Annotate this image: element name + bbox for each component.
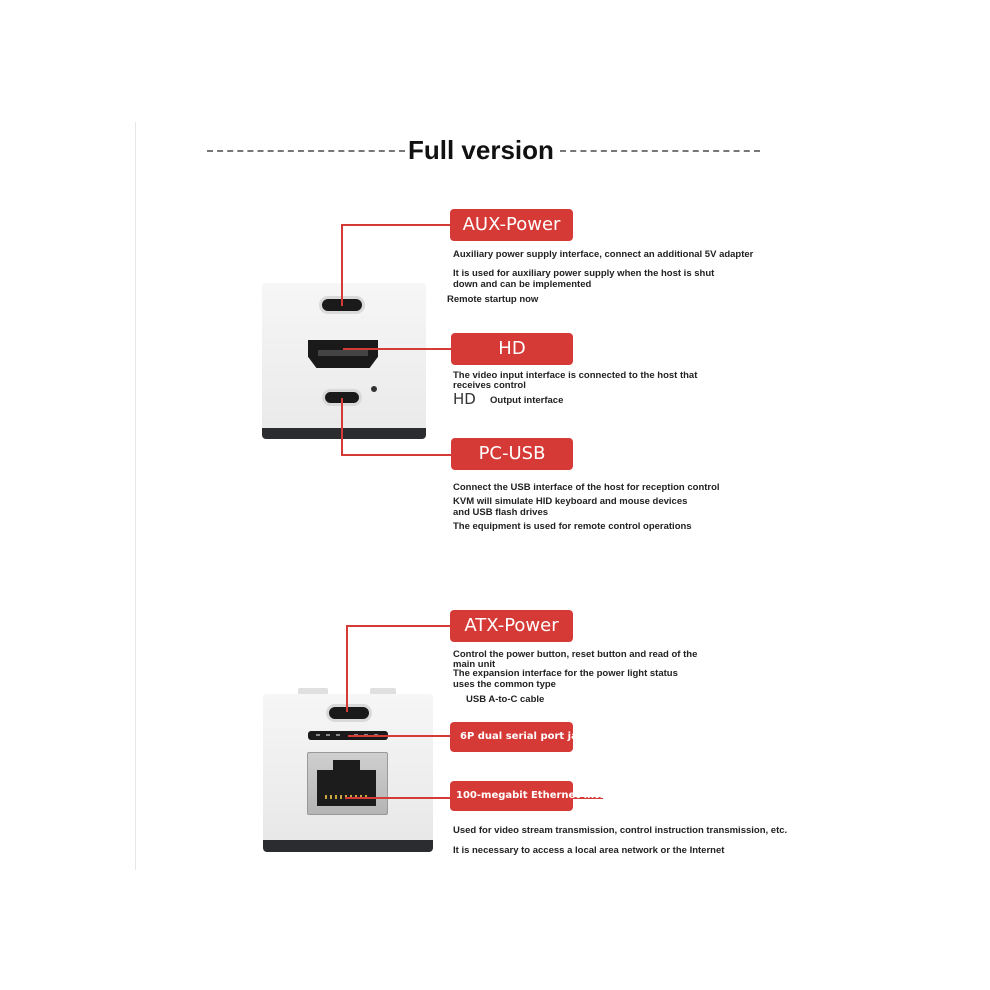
atx-desc-line: The expansion interface for the power li…: [453, 668, 678, 679]
ethernet-label: 100-megabit Ethernet interface: [450, 781, 634, 811]
title-dash-right: [560, 150, 760, 152]
serial-callout-line: [348, 735, 452, 737]
pcusb-desc-line: and USB flash drives: [453, 507, 549, 518]
hd-callout-line: [343, 348, 453, 350]
aux-power-label: AUX-Power: [450, 209, 573, 241]
status-led: [371, 386, 377, 392]
aux-callout-horizontal: [341, 224, 452, 226]
aux-desc-line: Auxiliary power supply interface, connec…: [453, 249, 754, 260]
hd-tag: HD: [453, 390, 476, 408]
hdmi-port-contacts: [318, 350, 368, 356]
kvm-device-rear-base: [263, 840, 433, 852]
serial-port-label: 6P dual serial port jack: [450, 722, 590, 752]
pcusb-desc-line: KVM will simulate HID keyboard and mouse…: [453, 496, 688, 507]
atx-callout-horizontal: [346, 625, 452, 627]
hd-label: HD: [451, 333, 573, 365]
hd-desc-line: The video input interface is connected t…: [453, 370, 698, 381]
aux-desc-line: Remote startup now: [447, 294, 539, 305]
pcusb-desc-line: The equipment is used for remote control…: [453, 521, 692, 532]
pcusb-callout-horizontal: [341, 454, 453, 456]
ethernet-desc-line: Used for video stream transmission, cont…: [453, 825, 788, 836]
aux-desc-line: down and can be implemented: [453, 279, 592, 290]
ethernet-desc-line: It is necessary to access a local area n…: [453, 845, 725, 856]
ethernet-jack-latch: [333, 760, 360, 772]
ethernet-jack-opening: [317, 770, 376, 806]
aux-desc-line: It is used for auxiliary power supply wh…: [453, 268, 715, 279]
atx-desc-line: USB A-to-C cable: [466, 694, 545, 705]
hd-desc-line: receives control: [453, 380, 526, 391]
kvm-device-top-tab: [298, 688, 328, 696]
page-title: Full version: [408, 135, 554, 165]
atx-desc-line: uses the common type: [453, 679, 556, 690]
atx-power-label: ATX-Power: [450, 610, 573, 642]
title-dash-left: [207, 150, 405, 152]
kvm-device-base: [262, 428, 426, 439]
pcusb-callout-vertical: [341, 398, 343, 455]
pcusb-desc-line: Connect the USB interface of the host fo…: [453, 482, 720, 493]
kvm-device-top-tab: [370, 688, 396, 696]
hd-output-text: Output interface: [490, 395, 564, 406]
aux-callout-vertical: [341, 225, 343, 306]
atx-power-port: [326, 704, 372, 722]
atx-desc-line: main unit: [453, 659, 496, 670]
page-divider: [135, 122, 136, 870]
pc-usb-label: PC-USB: [451, 438, 573, 470]
atx-desc-line: Control the power button, reset button a…: [453, 649, 698, 660]
atx-callout-vertical: [346, 626, 348, 712]
